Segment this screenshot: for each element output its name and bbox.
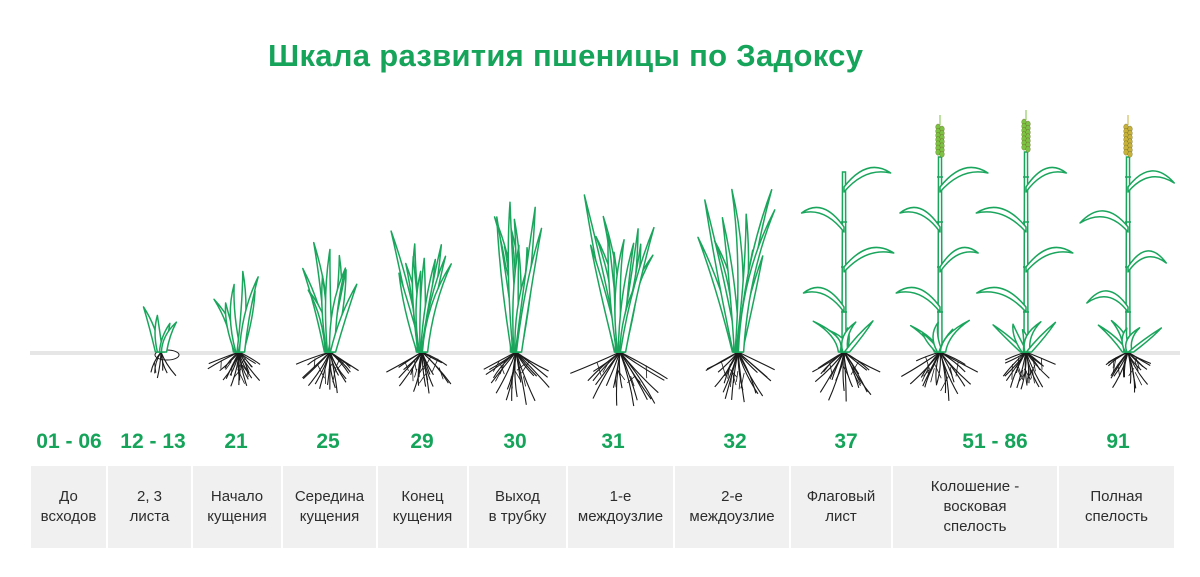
stage-code: 01 - 06 bbox=[36, 430, 102, 453]
stage-code: 12 - 13 bbox=[120, 430, 186, 453]
wheat-plant-drawing bbox=[483, 201, 550, 405]
stage-code: 30 bbox=[503, 430, 527, 453]
wheat-growth-illustration bbox=[30, 110, 1180, 407]
wheat-plant-drawing bbox=[800, 166, 895, 402]
stage-label: Середина кущения bbox=[283, 466, 376, 548]
stage-code: 37 bbox=[834, 430, 858, 453]
ground-line bbox=[30, 351, 1180, 355]
wheat-plant-drawing bbox=[1079, 115, 1175, 393]
stage-code: 51 - 86 bbox=[962, 430, 1028, 453]
stage-label: 2, 3 листа bbox=[108, 466, 191, 548]
stage-codes-row: 01 - 06 12 - 13 21 25 29 30 31 32 37 51 … bbox=[0, 430, 1200, 462]
stage-code: 25 bbox=[316, 430, 340, 453]
stage-code: 29 bbox=[410, 430, 434, 453]
wheat-plant-drawing bbox=[975, 110, 1074, 390]
stage-label: 2-е междоузлие bbox=[675, 466, 789, 548]
stage-code: 32 bbox=[723, 430, 747, 453]
stage-label: 1-е междоузлие bbox=[568, 466, 673, 548]
wheat-plant-drawing bbox=[295, 241, 359, 394]
wheat-plant-drawing bbox=[570, 194, 668, 407]
stage-label: До всходов bbox=[31, 466, 106, 548]
stage-label: Полная спелость bbox=[1059, 466, 1174, 548]
stage-label: Флаговый лист bbox=[791, 466, 891, 548]
wheat-plant-drawing bbox=[142, 306, 180, 379]
stage-label: Конец кущения bbox=[378, 466, 467, 548]
stage-label: Выход в трубку bbox=[469, 466, 566, 548]
stage-code: 91 bbox=[1106, 430, 1130, 453]
wheat-plant-drawing bbox=[697, 188, 776, 403]
stage-code: 21 bbox=[224, 430, 248, 453]
wheat-plant-drawing bbox=[895, 115, 989, 401]
stage-code: 31 bbox=[601, 430, 625, 453]
wheat-plant-drawing bbox=[386, 230, 453, 394]
stage-label: Колошение - восковая спелость bbox=[893, 466, 1057, 548]
stage-label: Начало кущения bbox=[193, 466, 281, 548]
page-title: Шкала развития пшеницы по Задоксу bbox=[268, 38, 864, 73]
wheat-plant-drawing bbox=[207, 270, 261, 387]
stage-labels-row: До всходов 2, 3 листа Начало кущения Сер… bbox=[31, 466, 1180, 548]
